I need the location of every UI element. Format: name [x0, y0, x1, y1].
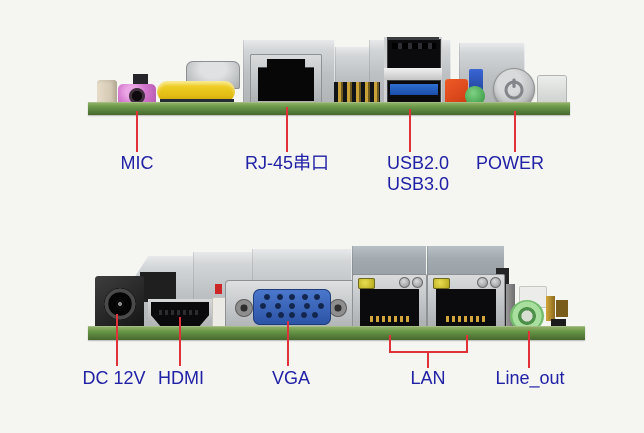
lan-port-2: [427, 274, 505, 331]
standoff-gray: [506, 284, 515, 328]
leader-line-hdmi: [179, 317, 181, 366]
leader-bracket-lan: [389, 351, 468, 353]
leader-line-lineout: [528, 331, 530, 368]
leader-line-dc12v: [116, 314, 118, 366]
lan-shield-top: [427, 246, 504, 278]
lan1-led-pair: [399, 277, 423, 288]
dc-jack-back: [140, 272, 176, 302]
lan1-opening: [360, 289, 419, 326]
dc-jack: [95, 276, 144, 329]
usb-stack: [384, 37, 442, 104]
label-mic: MIC: [120, 153, 154, 173]
smd-chip: [133, 74, 148, 86]
leader-line-mic: [136, 111, 138, 152]
vga-pin-row: [266, 312, 318, 318]
lan-port-1: [352, 274, 427, 331]
vga-screw-right: [329, 299, 347, 317]
usb2-contacts: [392, 43, 436, 49]
lan2-led-pair: [477, 277, 501, 288]
lan1-pins: [370, 316, 410, 322]
usb3-port: [387, 80, 441, 104]
vga-pin-row: [264, 294, 320, 300]
smd-red: [215, 284, 222, 294]
vga-pin-row: [260, 303, 324, 309]
label-lineout: Line_out: [495, 368, 565, 388]
connector-gray: [537, 75, 567, 106]
leader-line-usb: [409, 109, 411, 152]
connector-gold: [556, 300, 568, 317]
vga-dsub-insert: [253, 289, 331, 325]
label-power: POWER: [475, 153, 544, 173]
label-vga: VGA: [271, 368, 310, 388]
standoff-gold: [546, 296, 555, 321]
dc-jack-barrel: [104, 288, 136, 320]
lan2-opening: [436, 289, 496, 326]
leader-line-power: [514, 111, 516, 152]
usb-metal-band: [384, 68, 442, 80]
smd-chip: [551, 319, 566, 328]
label-hdmi: HDMI: [158, 368, 204, 388]
leader-stem-lan: [427, 353, 429, 368]
capacitor-yellow: [157, 81, 235, 102]
power-icon: [504, 78, 524, 100]
leader-line-lan2: [466, 335, 468, 353]
label-rj45-serial: RJ-45串口: [244, 153, 329, 173]
capacitor: [97, 80, 117, 104]
label-usb20: USB2.0: [387, 153, 450, 173]
jumper-blue: [469, 69, 483, 91]
leader-line-rj45: [286, 107, 288, 152]
vga-screw-left: [235, 299, 253, 317]
usb2-port: [387, 39, 441, 70]
lan2-led-yellow: [433, 278, 450, 289]
label-dc12v: DC 12V: [82, 368, 146, 388]
rj45-serial-port: [250, 54, 322, 107]
top-pcb-edge: [88, 102, 570, 115]
usb3-tongue: [390, 84, 438, 95]
label-usb30: USB3.0: [387, 174, 450, 194]
leader-line-vga: [287, 321, 289, 366]
label-lan: LAN: [410, 368, 446, 388]
lan1-led-yellow: [358, 278, 375, 289]
led-green: [465, 86, 485, 106]
capacitor-red: [445, 79, 468, 105]
lan2-pins: [446, 316, 488, 322]
leader-line-lan1: [389, 335, 391, 353]
vga-port: [225, 280, 357, 332]
rj45-opening: [258, 59, 314, 101]
hdmi-contacts: [159, 310, 201, 315]
bottom-pcb-edge: [88, 326, 585, 340]
lan-shield-top: [352, 246, 426, 278]
mic-jack-hole: [129, 88, 145, 104]
